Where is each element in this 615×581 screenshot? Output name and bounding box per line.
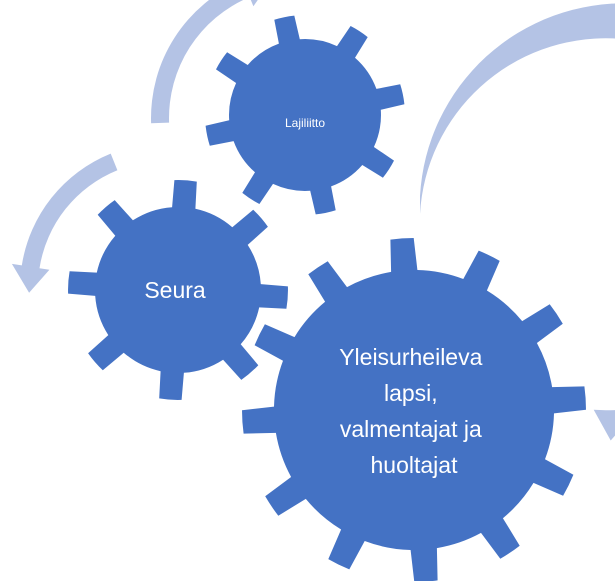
gear-left-label: Seura — [144, 277, 206, 303]
gear-main-label-line-4: huoltajat — [371, 452, 459, 478]
gear-main-label: Yleisurheileva lapsi, valmentajat ja huo… — [339, 344, 489, 478]
gear-top: Lajiliitto — [205, 15, 405, 215]
gear-top-label: Lajiliitto — [285, 116, 325, 130]
gear-main-label-line-1: Yleisurheileva — [339, 344, 482, 370]
gear-left: Seura — [68, 180, 288, 400]
gear-left-label-line: Seura — [144, 277, 206, 303]
arrow-left — [11, 153, 118, 293]
gear-top-shape — [205, 15, 405, 215]
gear-main-shape — [242, 238, 586, 581]
gear-main-label-line-2: lapsi, — [384, 380, 438, 406]
arrow-top — [151, 0, 258, 124]
gear-main: Yleisurheileva lapsi, valmentajat ja huo… — [242, 238, 586, 581]
gear-left-shape — [68, 180, 288, 400]
gear-top-label-line: Lajiliitto — [285, 116, 325, 130]
gear-main-label-line-3: valmentajat ja — [340, 416, 482, 442]
